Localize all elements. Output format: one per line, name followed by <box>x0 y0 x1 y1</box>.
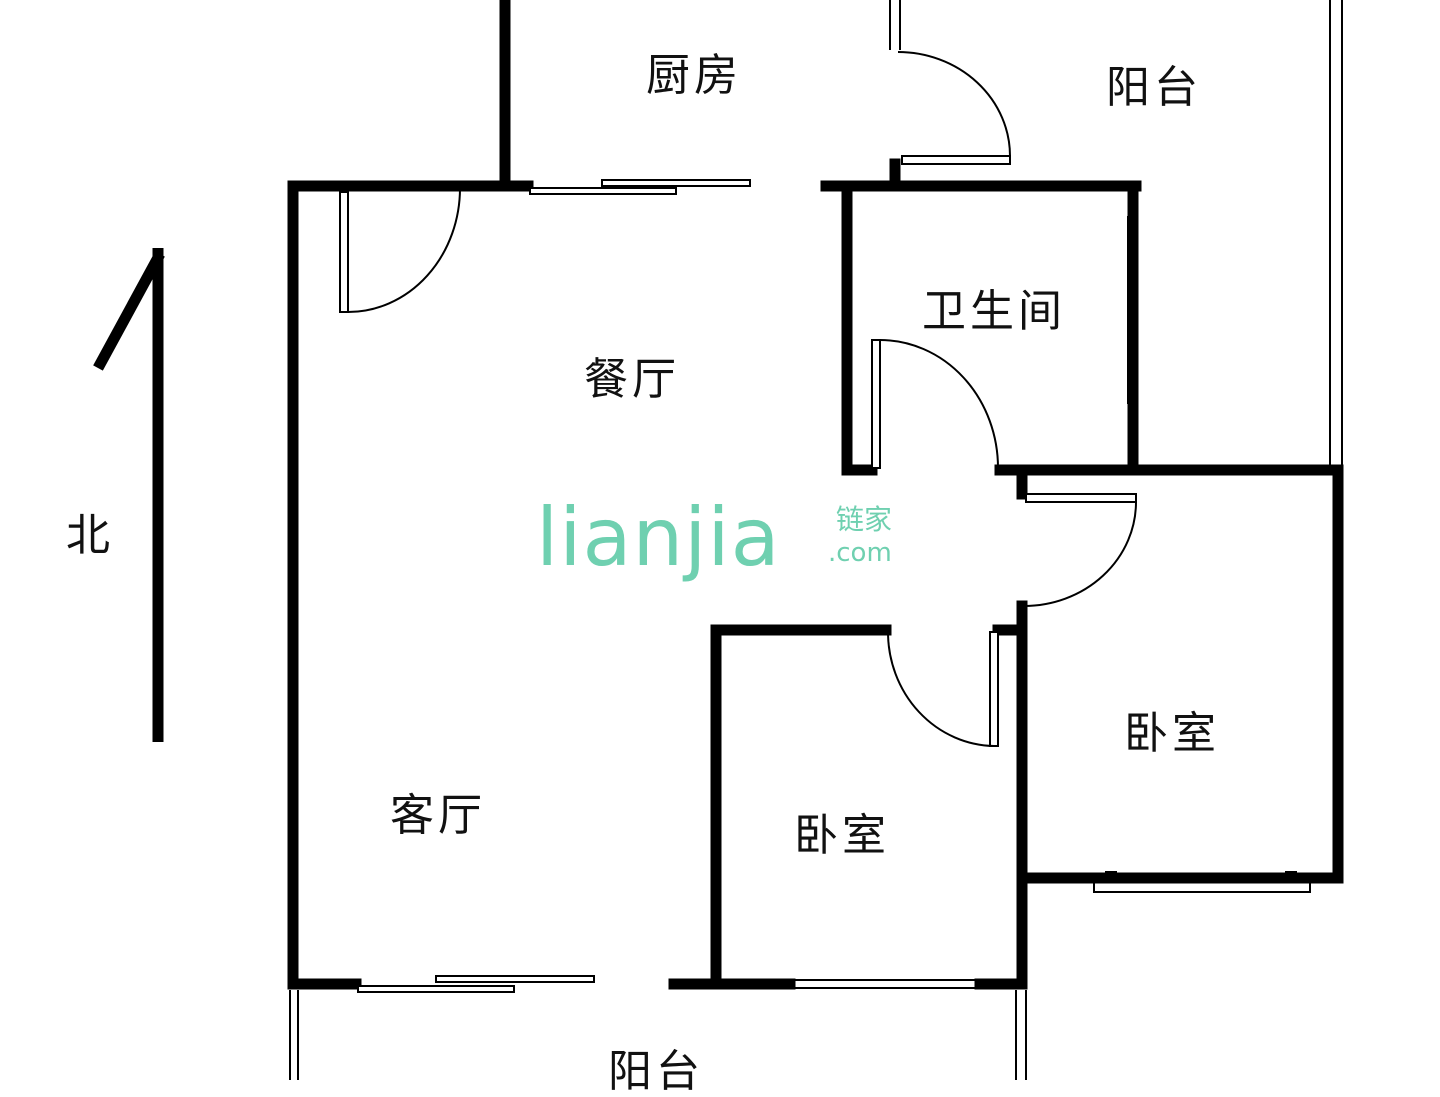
watermark-domain: .com <box>828 538 892 568</box>
swing-doors <box>339 51 1137 747</box>
walls <box>287 0 1344 990</box>
room-label-bedroom-center: 卧室 <box>794 810 890 861</box>
room-label-bathroom: 卫生间 <box>922 286 1066 337</box>
room-label-bedroom-right: 卧室 <box>1124 708 1220 759</box>
room-label-living: 客厅 <box>390 790 486 841</box>
room-label-kitchen: 厨房 <box>646 50 742 101</box>
compass-north-label: 北 <box>66 510 114 561</box>
north-arrow-icon <box>93 248 165 742</box>
room-label-balcony-bottom: 阳台 <box>608 1046 704 1097</box>
watermark-main: lianjia <box>536 491 781 584</box>
room-label-dining: 餐厅 <box>584 354 680 405</box>
room-label-balcony-top: 阳台 <box>1106 62 1202 113</box>
watermark-cn: 链家 <box>836 503 893 536</box>
thin-walls <box>289 0 1343 1080</box>
sliding-doors <box>357 179 751 993</box>
